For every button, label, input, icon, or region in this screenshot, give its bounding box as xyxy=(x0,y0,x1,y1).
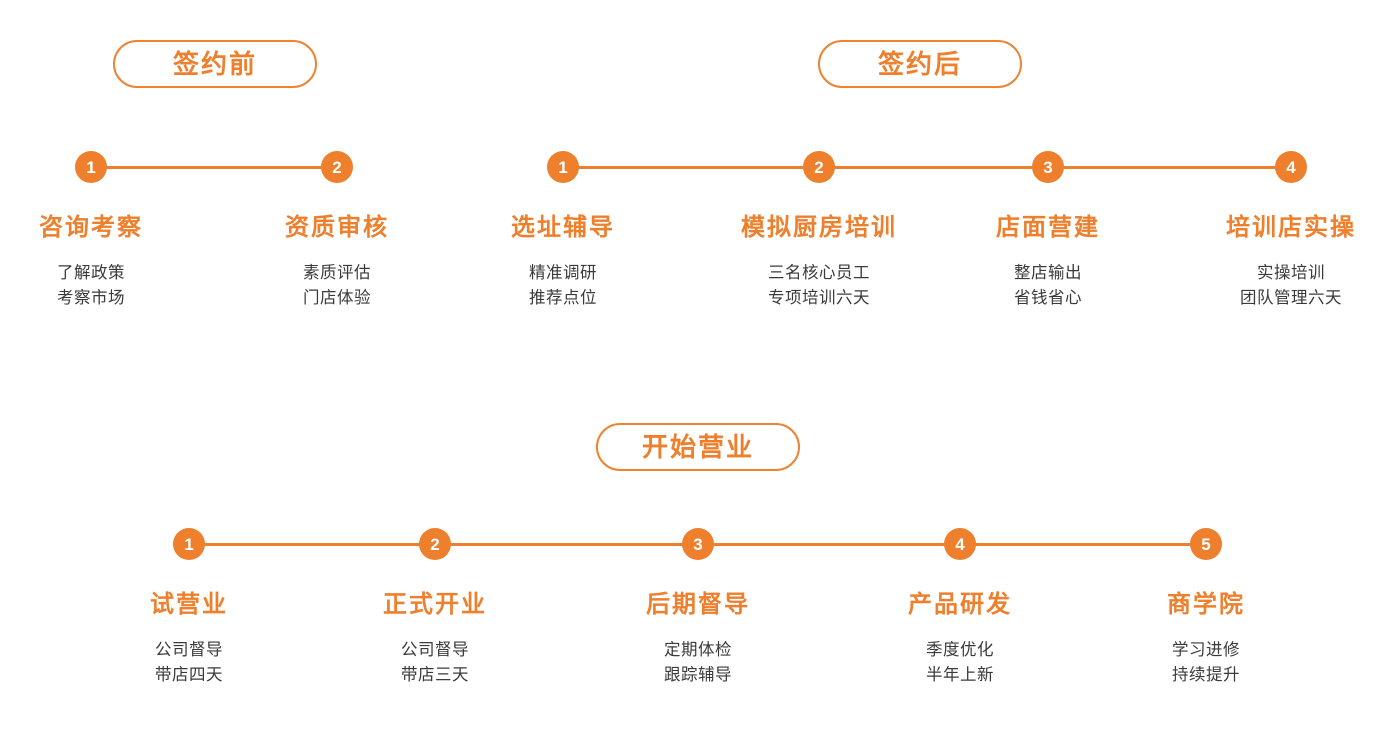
step-description-line: 带店三天 xyxy=(401,666,469,685)
step-description-line: 持续提升 xyxy=(1172,666,1240,685)
step-description-line: 跟踪辅导 xyxy=(664,666,732,685)
step-description: 季度优化半年上新 xyxy=(908,638,1012,688)
step-description: 精准调研推荐点位 xyxy=(511,261,615,311)
step-description-line: 半年上新 xyxy=(926,666,994,685)
step-description-line: 公司督导 xyxy=(155,641,223,660)
step-title: 试营业 xyxy=(150,591,228,618)
step-description-line: 三名核心员工 xyxy=(768,264,870,283)
step-description: 公司督导带店四天 xyxy=(150,638,228,688)
timeline-connector-line xyxy=(91,166,337,169)
step-title: 资质审核 xyxy=(285,214,389,241)
step-block-opening-1: 试营业公司督导带店四天 xyxy=(150,591,228,688)
step-description-line: 素质评估 xyxy=(303,264,371,283)
step-block-opening-5: 商学院学习进修持续提升 xyxy=(1167,591,1245,688)
step-block-opening-2: 正式开业公司督导带店三天 xyxy=(383,591,487,688)
timeline-node-post-signing-4[interactable]: 4 xyxy=(1275,151,1307,183)
step-description: 实操培训团队管理六天 xyxy=(1226,261,1356,311)
step-title: 培训店实操 xyxy=(1226,214,1356,241)
step-description: 三名核心员工专项培训六天 xyxy=(741,261,897,311)
step-block-pre-signing-1: 咨询考察了解政策考察市场 xyxy=(39,214,143,311)
section-badge-post-signing: 签约后 xyxy=(818,40,1022,88)
step-title: 后期督导 xyxy=(646,591,750,618)
step-description-line: 实操培训 xyxy=(1257,264,1325,283)
step-title: 店面营建 xyxy=(996,214,1100,241)
section-badge-pre-signing: 签约前 xyxy=(113,40,317,88)
step-title: 模拟厨房培训 xyxy=(741,214,897,241)
step-description-line: 带店四天 xyxy=(155,666,223,685)
step-title: 咨询考察 xyxy=(39,214,143,241)
step-description: 公司督导带店三天 xyxy=(383,638,487,688)
timeline-node-opening-3[interactable]: 3 xyxy=(682,528,714,560)
timeline-connector-line xyxy=(563,166,1291,169)
step-block-opening-4: 产品研发季度优化半年上新 xyxy=(908,591,1012,688)
step-description: 素质评估门店体验 xyxy=(285,261,389,311)
step-description-line: 精准调研 xyxy=(529,264,597,283)
step-description-line: 了解政策 xyxy=(57,264,125,283)
step-title: 选址辅导 xyxy=(511,214,615,241)
step-title: 商学院 xyxy=(1167,591,1245,618)
step-description: 定期体检跟踪辅导 xyxy=(646,638,750,688)
timeline-node-post-signing-3[interactable]: 3 xyxy=(1032,151,1064,183)
timeline-node-pre-signing-2[interactable]: 2 xyxy=(321,151,353,183)
step-block-post-signing-4: 培训店实操实操培训团队管理六天 xyxy=(1226,214,1356,311)
step-description-line: 专项培训六天 xyxy=(768,289,870,308)
step-description-line: 定期体检 xyxy=(664,641,732,660)
step-block-opening-3: 后期督导定期体检跟踪辅导 xyxy=(646,591,750,688)
step-description: 了解政策考察市场 xyxy=(39,261,143,311)
step-description-line: 省钱省心 xyxy=(1014,289,1082,308)
timeline-node-opening-1[interactable]: 1 xyxy=(173,528,205,560)
step-title: 产品研发 xyxy=(908,591,1012,618)
step-description-line: 学习进修 xyxy=(1172,641,1240,660)
timeline-node-opening-2[interactable]: 2 xyxy=(419,528,451,560)
step-block-post-signing-3: 店面营建整店输出省钱省心 xyxy=(996,214,1100,311)
timeline-node-post-signing-1[interactable]: 1 xyxy=(547,151,579,183)
timeline-node-opening-5[interactable]: 5 xyxy=(1190,528,1222,560)
step-block-pre-signing-2: 资质审核素质评估门店体验 xyxy=(285,214,389,311)
step-description: 学习进修持续提升 xyxy=(1167,638,1245,688)
timeline-node-opening-4[interactable]: 4 xyxy=(944,528,976,560)
step-block-post-signing-2: 模拟厨房培训三名核心员工专项培训六天 xyxy=(741,214,897,311)
section-badge-opening: 开始营业 xyxy=(596,423,800,471)
step-description-line: 公司督导 xyxy=(401,641,469,660)
step-description-line: 团队管理六天 xyxy=(1240,289,1342,308)
timeline-track-opening: 1 2 3 4 5 xyxy=(0,528,1400,560)
step-title: 正式开业 xyxy=(383,591,487,618)
step-block-post-signing-1: 选址辅导精准调研推荐点位 xyxy=(511,214,615,311)
step-description-line: 考察市场 xyxy=(57,289,125,308)
step-description-line: 季度优化 xyxy=(926,641,994,660)
step-description-line: 整店输出 xyxy=(1014,264,1082,283)
step-description: 整店输出省钱省心 xyxy=(996,261,1100,311)
timeline-node-post-signing-2[interactable]: 2 xyxy=(803,151,835,183)
timeline-node-pre-signing-1[interactable]: 1 xyxy=(75,151,107,183)
step-description-line: 门店体验 xyxy=(303,289,371,308)
step-description-line: 推荐点位 xyxy=(529,289,597,308)
